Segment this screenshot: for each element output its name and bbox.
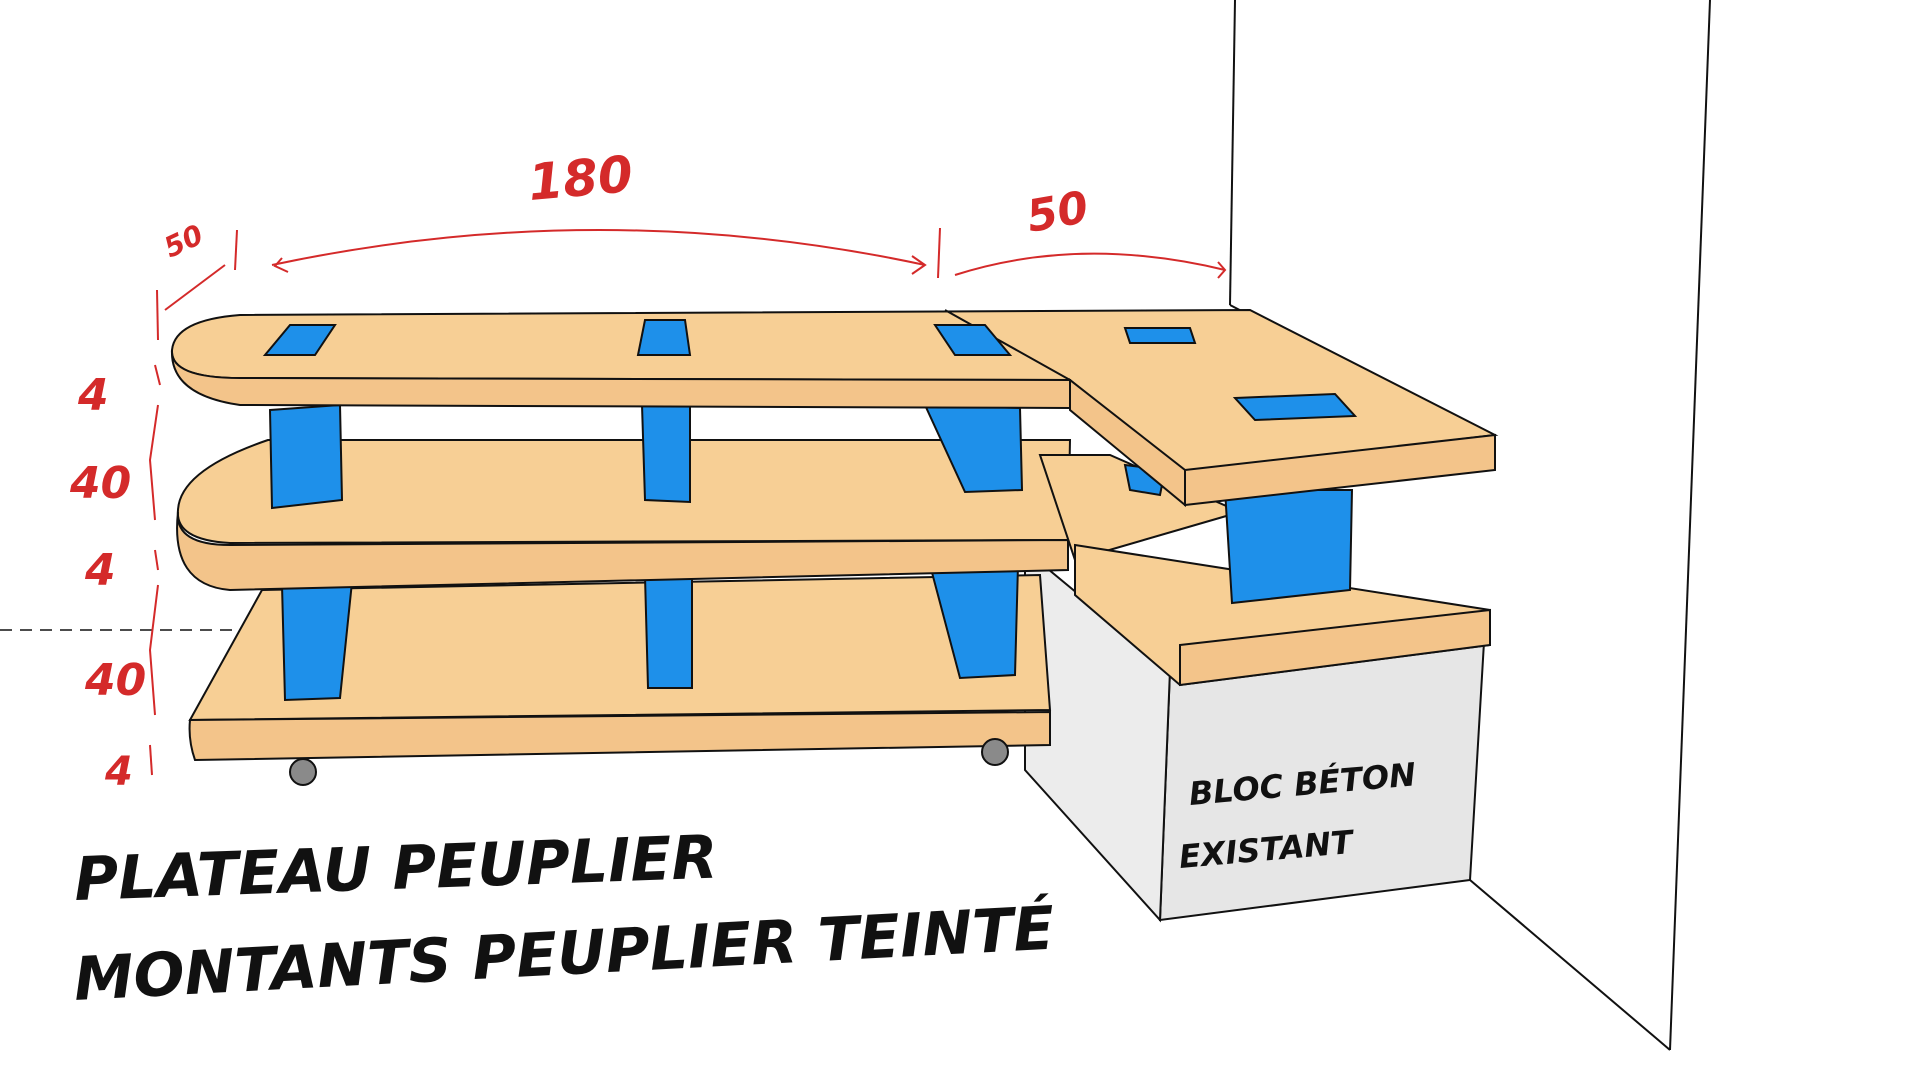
middle-shelf	[176, 439, 1491, 687]
dimension-thickness-middle: 4	[84, 545, 116, 596]
upper-uprights	[268, 403, 1354, 605]
dimension-return-depth: 50	[1023, 182, 1092, 243]
caster-wheel-right	[981, 738, 1009, 766]
top-shelf	[170, 308, 1499, 508]
dimension-depth-left: 50	[159, 218, 208, 264]
dimension-gap-upper: 40	[69, 458, 131, 509]
dimension-thickness-bottom: 4	[104, 749, 133, 795]
top-shelf-mortises	[262, 319, 1358, 422]
bottom-shelf	[188, 573, 1052, 786]
dimension-gap-lower: 40	[84, 655, 146, 706]
dimension-thickness-top: 4	[77, 370, 109, 421]
caption-line2: MONTANTS PEUPLIER TEINTÉ	[72, 892, 1056, 1015]
dimension-lines	[148, 227, 1227, 776]
dimension-length: 180	[526, 145, 635, 212]
caption-line1: PLATEAU PEUPLIER	[73, 823, 719, 915]
lower-uprights	[280, 564, 1020, 702]
caster-wheel-left	[289, 758, 317, 786]
